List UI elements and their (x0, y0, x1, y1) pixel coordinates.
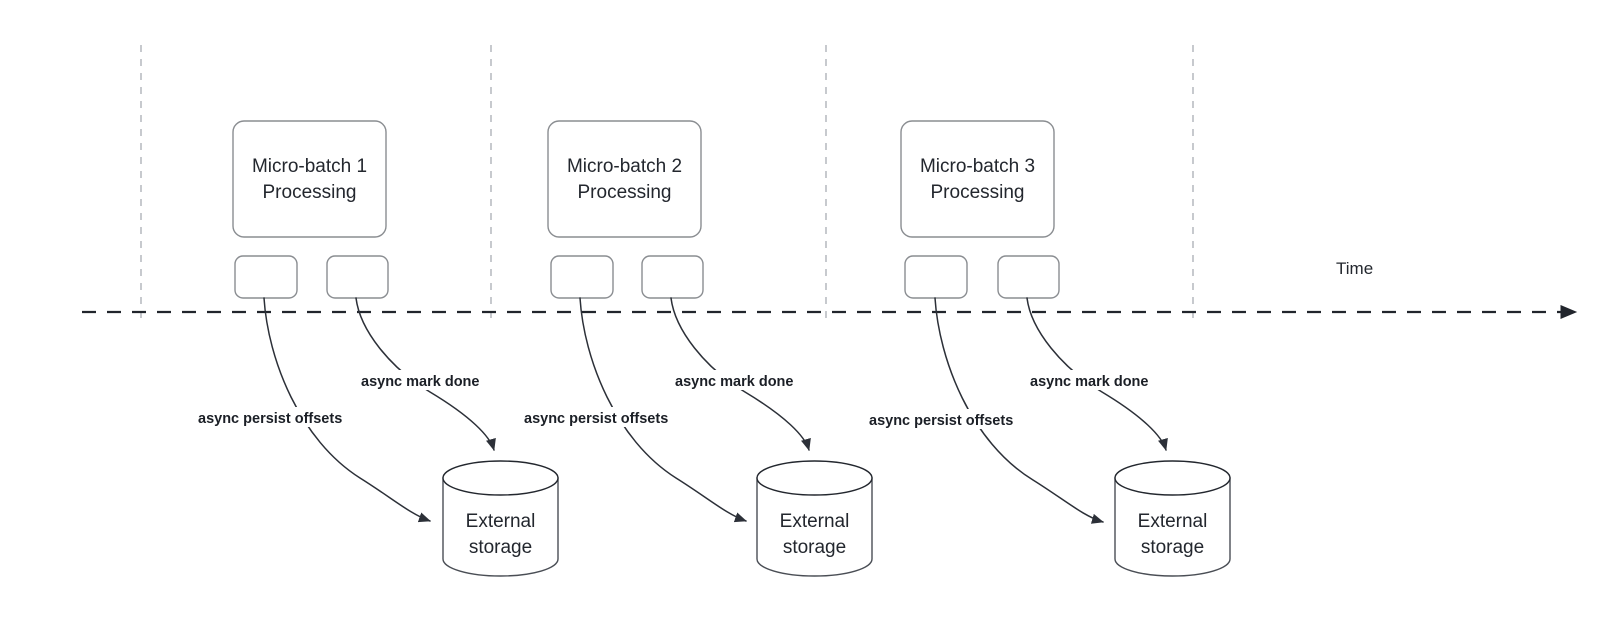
micro-batch-2-mark-done-label-bg (672, 370, 814, 390)
micro-batch-2-persist-label-bg (521, 407, 701, 427)
micro-batch-1-persist-task-box[interactable] (234, 255, 298, 299)
micro-batch-2-persist-offsets-label: async persist offsets (524, 411, 668, 427)
micro-batch-3-persist-offsets-label: async persist offsets (869, 413, 1013, 429)
micro-batch-1-mark-done-task-box[interactable] (326, 255, 389, 299)
micro-batch-2-mark-done-arrow (670, 297, 811, 451)
micro-batch-3-mark-done-label-bg (1027, 370, 1169, 390)
micro-batch-2-label-line2: Processing (578, 182, 672, 203)
external-storage-2-label-line2: storage (783, 537, 846, 558)
micro-batch-group-1: Micro-batch 1 Processing async mark done… (195, 120, 559, 577)
micro-batch-3-mark-done-task-box[interactable] (997, 255, 1060, 299)
external-storage-3-label-line2: storage (1141, 537, 1204, 558)
external-storage-2-label-line1: External (780, 511, 850, 532)
micro-batch-3-mark-done-arrow (1026, 297, 1168, 451)
micro-batch-3-label-line2: Processing (931, 182, 1025, 203)
external-storage-1-label-line2: storage (469, 537, 532, 558)
micro-batch-2-mark-done-task-box[interactable] (641, 255, 704, 299)
micro-batch-2-box[interactable] (547, 120, 702, 238)
time-axis-label: Time (1336, 259, 1373, 278)
micro-batch-3-mark-done-label: async mark done (1030, 374, 1148, 390)
micro-batch-3-box[interactable] (900, 120, 1055, 238)
micro-batch-2-label-line1: Micro-batch 2 (567, 156, 682, 177)
micro-batch-1-box[interactable] (232, 120, 387, 238)
micro-batch-1-persist-offsets-arrow (263, 297, 431, 523)
external-storage-1[interactable]: External storage (442, 460, 559, 577)
external-storage-3[interactable]: External storage (1114, 460, 1231, 577)
micro-batch-1-mark-done-label: async mark done (361, 374, 479, 390)
external-storage-2[interactable]: External storage (756, 460, 873, 577)
micro-batch-3-persist-task-box[interactable] (904, 255, 968, 299)
micro-batch-3-label-line1: Micro-batch 3 (920, 156, 1035, 177)
micro-batch-group-3: Micro-batch 3 Processing async mark done… (866, 120, 1231, 577)
micro-batch-1-mark-done-arrow (355, 297, 496, 451)
micro-batch-3-persist-label-bg (866, 409, 1046, 429)
micro-batch-group-2: Micro-batch 2 Processing async mark done… (521, 120, 873, 577)
micro-batch-1-persist-offsets-label: async persist offsets (198, 411, 342, 427)
micro-batch-2-mark-done-label: async mark done (675, 374, 793, 390)
micro-batch-2-persist-task-box[interactable] (550, 255, 614, 299)
micro-batch-3-persist-offsets-arrow (934, 297, 1104, 524)
external-storage-3-label-line1: External (1138, 511, 1208, 532)
micro-batch-1-label-line1: Micro-batch 1 (252, 156, 367, 177)
micro-batch-1-label-line2: Processing (263, 182, 357, 203)
micro-batch-1-persist-label-bg (195, 407, 375, 427)
external-storage-1-label-line1: External (466, 511, 536, 532)
micro-batch-1-mark-done-label-bg (358, 370, 500, 390)
micro-batch-2-persist-offsets-arrow (579, 297, 747, 523)
timeline-tick-group (140, 45, 1194, 322)
